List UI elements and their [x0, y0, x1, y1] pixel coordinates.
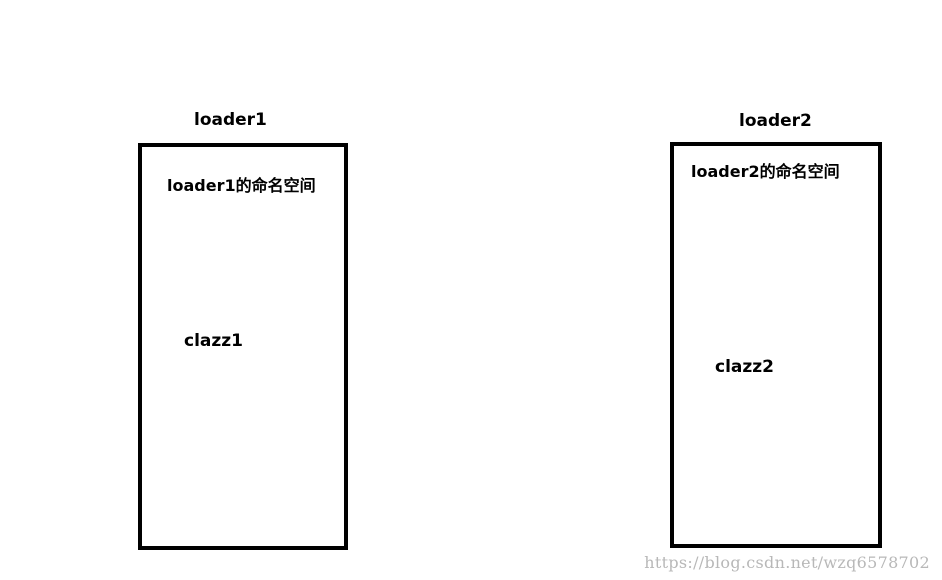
loader1-namespace-label: loader1的命名空间 — [167, 176, 316, 195]
loader1-title: loader1 — [194, 110, 267, 130]
watermark-text: https://blog.csdn.net/wzq6578702 — [644, 553, 930, 572]
loader1-namespace-box: loader1的命名空间 clazz1 — [138, 143, 348, 550]
loader2-namespace-label: loader2的命名空间 — [691, 162, 840, 181]
loader2-title: loader2 — [739, 111, 812, 131]
loader2-class-label: clazz2 — [715, 357, 774, 377]
loader1-class-label: clazz1 — [184, 331, 243, 351]
loader2-namespace-box: loader2的命名空间 clazz2 — [670, 142, 882, 548]
